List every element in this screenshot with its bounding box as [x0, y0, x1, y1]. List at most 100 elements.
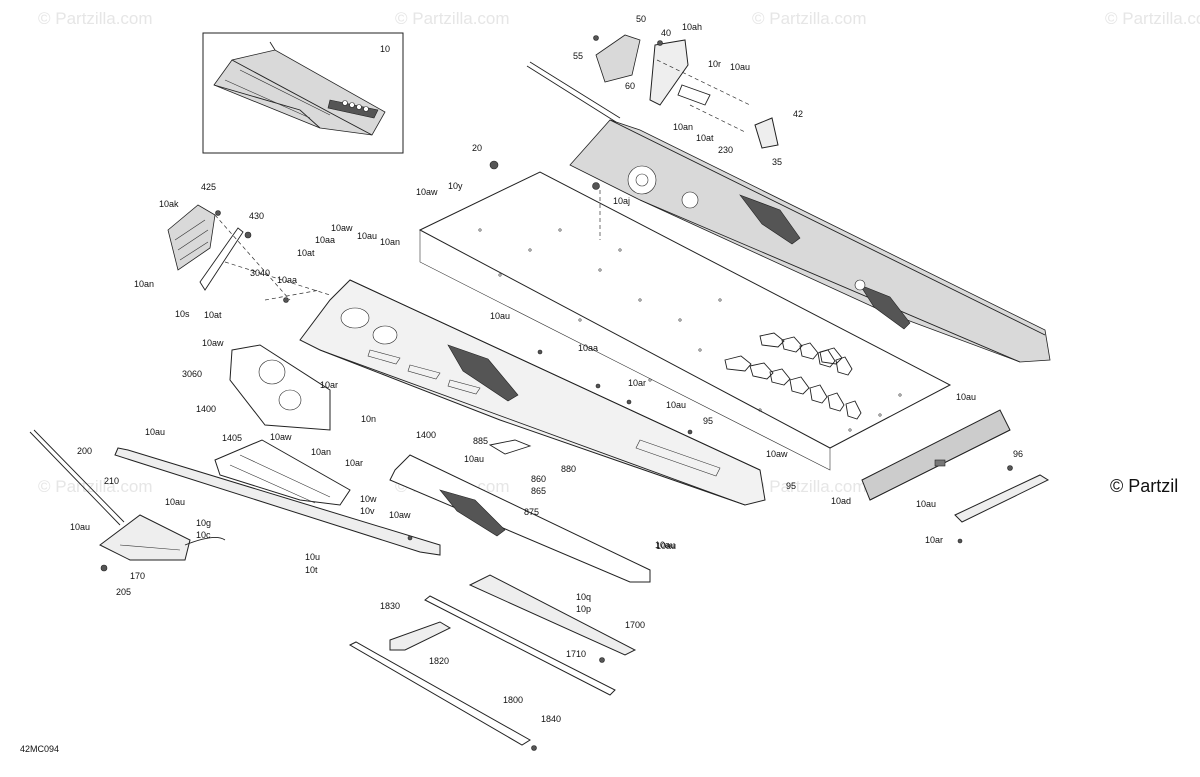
label-10au: 10au [666, 400, 686, 410]
middle-rail [389, 439, 651, 583]
label-3060: 3060 [182, 369, 202, 379]
label-10at: 10at [204, 310, 222, 320]
left-front-panel [229, 344, 331, 431]
right-side-frame [526, 61, 1051, 363]
label-10aw: 10aw [202, 338, 224, 348]
inset-tunnel-illustration [213, 41, 386, 136]
front-lower-brackets [214, 439, 351, 506]
fasteners [100, 35, 1013, 751]
label-10an: 10an [134, 279, 154, 289]
label-60: 60 [625, 81, 635, 91]
left-rail-strip [114, 447, 441, 556]
diagram-reference-code: 42MC094 [20, 744, 59, 754]
label-10au: 10au [956, 392, 976, 402]
label-10at: 10at [297, 248, 315, 258]
inset-label: 10 [380, 44, 390, 54]
label-10at: 10at [696, 133, 714, 143]
label-1405: 1405 [222, 433, 242, 443]
label-10aw: 10aw [270, 432, 292, 442]
label-10ak: 10ak [159, 199, 179, 209]
label-95: 95 [786, 481, 796, 491]
label-425: 425 [201, 182, 216, 192]
watermark-5: © Partzilla.com [38, 477, 153, 496]
label-1840: 1840 [541, 714, 561, 724]
front-skid-assembly [29, 429, 226, 561]
rear-bumper [861, 409, 1011, 501]
label-230: 230 [718, 145, 733, 155]
label-1820: 1820 [429, 656, 449, 666]
label-10au: 10au [70, 522, 90, 532]
label-10an: 10an [311, 447, 331, 457]
inset-box: 10 [202, 32, 404, 154]
label-10ar: 10ar [320, 380, 338, 390]
tunnel-vent-slots [724, 332, 862, 420]
label-10an: 10an [673, 122, 693, 132]
label-1700: 1700 [625, 620, 645, 630]
label-10ar: 10ar [628, 378, 646, 388]
label-10aa: 10aa [578, 343, 598, 353]
label-10n: 10n [361, 414, 376, 424]
label-10aa: 10aa [277, 275, 297, 285]
part-labels: 50 10ah 40 55 10r 10au 60 42 10an 10at 2… [70, 14, 1023, 724]
label-10p: 10p [576, 604, 591, 614]
label-10au: 10au [730, 62, 750, 72]
label-20: 20 [472, 143, 482, 153]
label-10y: 10y [448, 181, 463, 191]
label-95: 95 [703, 416, 713, 426]
label-1830: 1830 [380, 601, 400, 611]
label-10au: 10au [145, 427, 165, 437]
label-1710: 1710 [566, 649, 586, 659]
label-10r: 10r [708, 59, 721, 69]
lower-runner-1710 [424, 595, 616, 696]
label-1400: 1400 [416, 430, 436, 440]
label-10aa: 10aa [315, 235, 335, 245]
label-10ar: 10ar [345, 458, 363, 468]
label-885: 885 [473, 436, 488, 446]
label-10aw: 10aw [389, 510, 411, 520]
label-10q: 10q [576, 592, 591, 602]
watermark-4: © Partzilla.com [1105, 9, 1200, 28]
watermark-edge: © Partzil [1110, 476, 1178, 496]
label-10an: 10an [380, 237, 400, 247]
label-10c: 10c [196, 530, 211, 540]
label-205: 205 [116, 587, 131, 597]
lower-runner-1700 [468, 574, 637, 656]
label-10au: 10au [490, 311, 510, 321]
watermark-2: © Partzilla.com [395, 9, 510, 28]
label-10aj: 10aj [613, 196, 630, 206]
label-170: 170 [130, 571, 145, 581]
label-1400: 1400 [196, 404, 216, 414]
leader-lines [214, 59, 751, 301]
watermark-7: © Partzilla.com [752, 477, 867, 496]
label-10aw: 10aw [766, 449, 788, 459]
label-860: 860 [531, 474, 546, 484]
watermark-3: © Partzilla.com [752, 9, 867, 28]
label-430: 430 [249, 211, 264, 221]
label-3040: 3040 [250, 268, 270, 278]
side-vent-panel [167, 204, 244, 291]
label-50: 50 [636, 14, 646, 24]
label-865: 865 [531, 486, 546, 496]
label-10au: 10au [655, 540, 675, 550]
label-875: 875 [524, 507, 539, 517]
label-10ad: 10ad [831, 496, 851, 506]
label-10g: 10g [196, 518, 211, 528]
watermark-1: © Partzilla.com [38, 9, 153, 28]
label-10aw: 10aw [331, 223, 353, 233]
tunnel-rivet-holes [478, 228, 902, 432]
label-880: 880 [561, 464, 576, 474]
label-200: 200 [77, 446, 92, 456]
label-10t: 10t [305, 565, 318, 575]
label-40: 40 [661, 28, 671, 38]
label-10au: 10au [165, 497, 185, 507]
label-10v: 10v [360, 506, 375, 516]
rear-bracket [954, 474, 1050, 523]
lower-runner-1800 [348, 641, 531, 746]
label-1800: 1800 [503, 695, 523, 705]
label-10au: 10au [464, 454, 484, 464]
tunnel-top-plate [418, 171, 952, 471]
left-side-frame [299, 279, 766, 506]
label-10aw: 10aw [416, 187, 438, 197]
label-10w: 10w [360, 494, 377, 504]
bracket-1820 [389, 621, 452, 651]
